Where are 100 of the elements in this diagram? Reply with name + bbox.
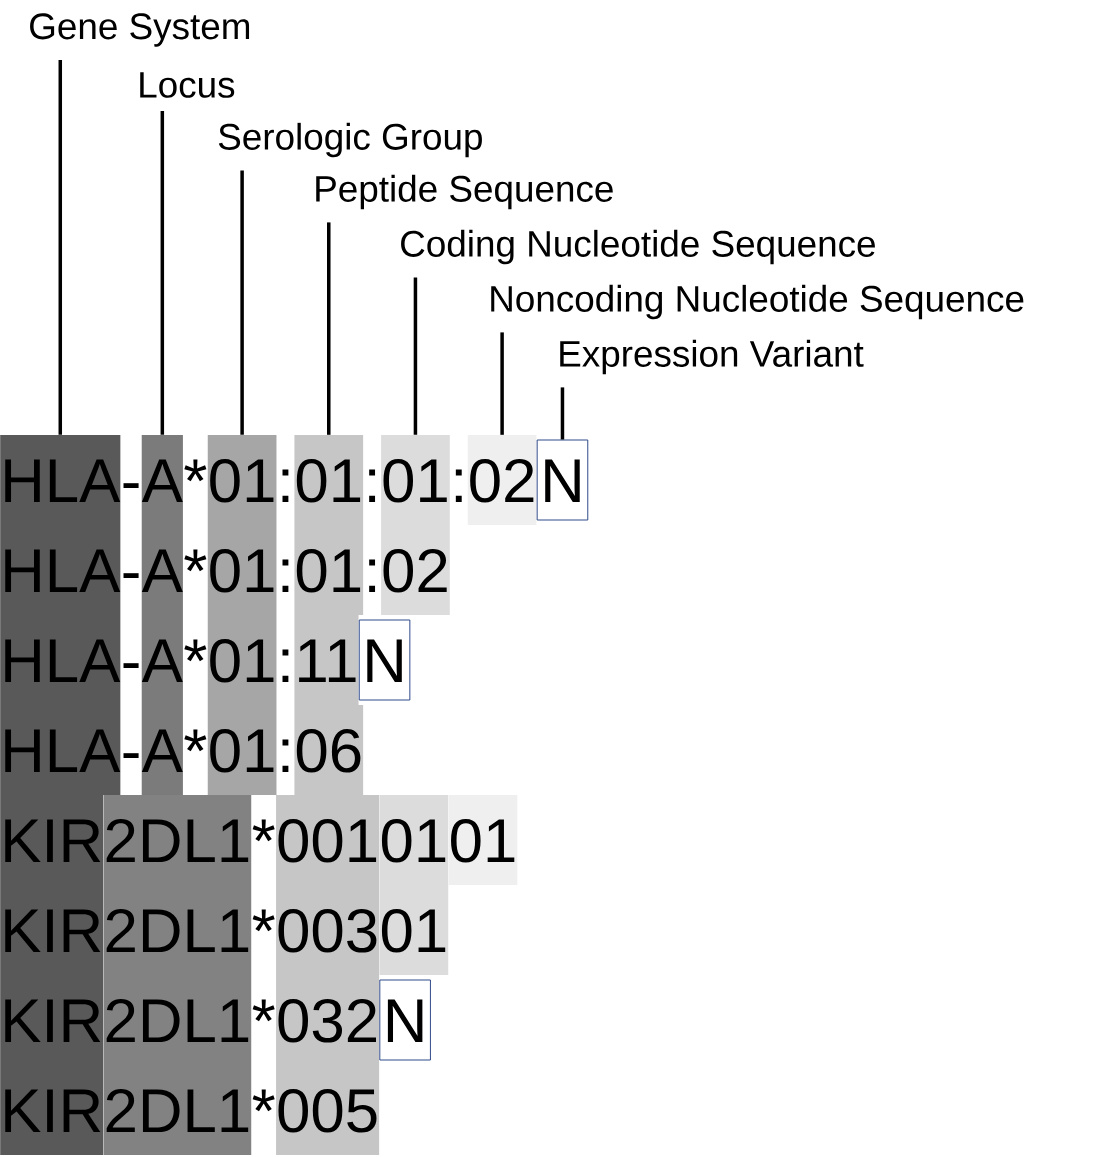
node-label: 01 (296, 548, 361, 593)
node-label: A (141, 639, 183, 683)
suffix-box: N (358, 619, 411, 701)
node-label: 02 (383, 548, 447, 593)
shaded-segment: 06 (294, 705, 364, 795)
leader-line (58, 59, 63, 435)
shaded-segment: 01 (448, 795, 518, 885)
shaded-segment: A (141, 435, 183, 525)
node-label: A (141, 729, 183, 773)
shaded-segment: 032 (276, 975, 380, 1065)
node-label: KIR (5, 1089, 101, 1133)
node-label: HLA (5, 549, 121, 593)
node-label: 032 (278, 998, 376, 1043)
node-label: 01 (210, 728, 274, 773)
shaded-segment: 2DL1 (103, 795, 252, 885)
node-label: 001 (278, 818, 377, 863)
separator-symbol: - (123, 573, 139, 578)
leader-line (327, 222, 331, 435)
node-label: 01 (210, 548, 274, 593)
node-label: HLA (5, 639, 121, 683)
separator-symbol: * (184, 459, 207, 482)
node-label: HLA (5, 729, 121, 773)
column-heading: Noncoding Nucleotide Sequence (491, 284, 1024, 320)
node-label: 005 (278, 1088, 377, 1133)
separator-symbol: * (252, 819, 275, 842)
separator-symbol: : (369, 559, 376, 592)
shaded-segment: 01 (207, 615, 277, 705)
node-label: 01 (210, 638, 274, 683)
shaded-segment: 11 (294, 615, 359, 705)
node-label: KIR (5, 819, 101, 863)
node-label: A (141, 549, 183, 593)
separator-symbol: - (123, 483, 139, 488)
shaded-segment: 2DL1 (103, 885, 252, 975)
node-label: 003 (278, 908, 377, 953)
shaded-segment: A (141, 525, 183, 615)
shaded-segment: 01 (379, 795, 449, 885)
shaded-segment: 2DL1 (103, 1065, 252, 1155)
shaded-segment: KIR (0, 885, 104, 975)
shaded-segment: 01 (294, 525, 364, 615)
node-label: 01 (210, 458, 274, 503)
separator-symbol: : (282, 469, 289, 502)
column-heading: Expression Variant (560, 339, 864, 375)
node-label: 2DL1 (106, 998, 249, 1043)
node-label: 2DL1 (106, 908, 249, 953)
shaded-segment: KIR (0, 975, 104, 1065)
separator-symbol: - (123, 753, 139, 758)
separator-symbol: * (252, 1089, 275, 1112)
separator-symbol: - (123, 663, 139, 668)
shaded-segment: HLA (0, 615, 121, 705)
node-label: 2DL1 (106, 1088, 249, 1133)
column-heading: Serologic Group (218, 122, 482, 158)
shaded-segment: KIR (0, 1065, 104, 1155)
leader-line (160, 111, 165, 435)
column-heading: Coding Nucleotide Sequence (401, 229, 875, 265)
column-heading: Gene System (30, 13, 250, 47)
node-label: 06 (296, 728, 361, 773)
shaded-segment: HLA (0, 705, 121, 795)
shaded-segment: 02 (381, 525, 450, 615)
separator-symbol: : (455, 469, 462, 502)
shaded-segment: HLA (0, 525, 121, 615)
node-label: 01 (296, 458, 361, 503)
shaded-segment: 003 (276, 885, 380, 975)
separator-symbol: * (184, 639, 207, 662)
leader-line (240, 170, 244, 435)
leader-line (560, 387, 565, 440)
node-label: 01 (381, 818, 446, 863)
separator-symbol: * (252, 909, 275, 932)
node-label: 11 (299, 639, 356, 683)
shaded-segment: 001 (276, 795, 380, 885)
separator-symbol: * (252, 999, 275, 1022)
leader-line (413, 277, 418, 435)
shaded-segment: 01 (207, 525, 277, 615)
column-heading: Peptide Sequence (316, 174, 613, 210)
shaded-segment: 005 (276, 1065, 380, 1155)
suffix-box: N (536, 439, 589, 521)
suffix-box: N (379, 979, 431, 1061)
node-label: 01 (383, 458, 447, 503)
separator-symbol: : (282, 739, 289, 772)
node-label: A (141, 459, 183, 503)
shaded-segment: 01 (207, 705, 277, 795)
shaded-segment: A (141, 615, 183, 705)
separator-symbol: * (184, 549, 207, 572)
node-label: KIR (5, 909, 101, 953)
column-heading: Locus (140, 72, 235, 98)
shaded-segment: 2DL1 (103, 975, 252, 1065)
shaded-segment: 01 (381, 435, 450, 525)
shaded-segment: 01 (207, 435, 277, 525)
separator-symbol: * (184, 729, 207, 752)
leader-line (500, 332, 504, 435)
separator-symbol: : (282, 559, 289, 592)
shaded-segment: A (141, 705, 183, 795)
node-label: 2DL1 (106, 818, 249, 863)
node-label: 01 (381, 908, 446, 953)
separator-symbol: : (282, 649, 289, 682)
shaded-segment: KIR (0, 795, 104, 885)
node-label: HLA (5, 459, 121, 503)
separator-symbol: : (369, 469, 376, 502)
shaded-segment: 01 (294, 435, 364, 525)
shaded-segment: HLA (0, 435, 121, 525)
shaded-segment: 02 (467, 435, 537, 525)
